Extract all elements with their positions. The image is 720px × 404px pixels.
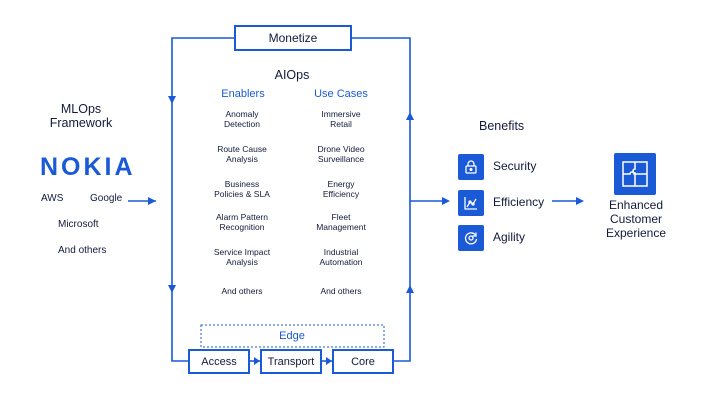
trend-chart-icon — [458, 190, 484, 216]
right-loop-line — [352, 37, 411, 362]
access-box: Access — [188, 349, 250, 374]
outcome-label: Enhanced Customer Experience — [605, 198, 667, 240]
puzzle-icon — [614, 153, 656, 195]
edge-dashed-outline — [200, 324, 385, 348]
enabler-item: And others — [221, 286, 263, 296]
use-case-item: And others — [320, 286, 362, 296]
lock-icon — [458, 154, 484, 180]
transport-box: Transport — [260, 349, 322, 374]
core-box: Core — [332, 349, 394, 374]
benefits-title: Benefits — [479, 119, 525, 133]
refresh-gear-icon — [458, 225, 484, 251]
left-loop-line — [171, 37, 234, 362]
benefit-security: Security — [493, 159, 537, 173]
monetize-box: Monetize — [234, 25, 352, 51]
nokia-logo: NOKIA — [40, 153, 136, 181]
aws-label: AWS — [41, 193, 64, 204]
enablers-heading: Enablers — [221, 88, 265, 100]
aiops-title: AIOps — [274, 68, 310, 82]
edge-title: Edge — [279, 330, 305, 342]
benefit-efficiency: Efficiency — [493, 195, 545, 209]
use-cases-heading: Use Cases — [314, 88, 368, 100]
mlops-others-label: And others — [58, 245, 107, 256]
monetize-label: Monetize — [268, 31, 318, 45]
benefit-agility: Agility — [493, 230, 526, 244]
microsoft-label: Microsoft — [58, 219, 99, 230]
google-label: Google — [90, 193, 123, 204]
